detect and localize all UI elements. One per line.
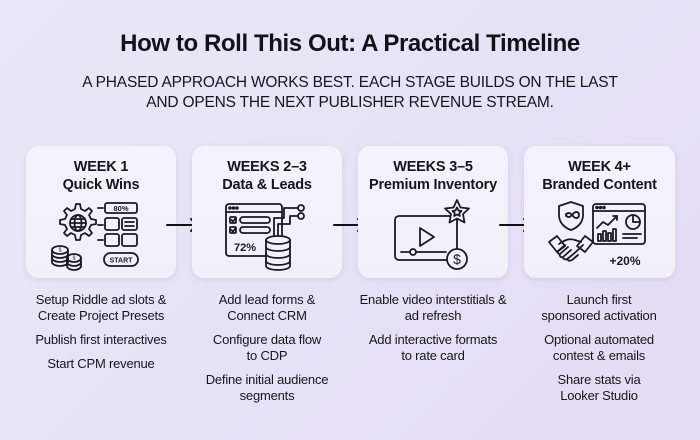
task-item: Add lead forms & Connect CRM xyxy=(218,292,316,323)
stage-task-list-week-1: Setup Riddle ad slots & Create Project P… xyxy=(16,292,186,380)
stage-task-list-week-4-plus: Launch first sponsored activation Option… xyxy=(514,292,684,412)
task-item: Define initial audience segments xyxy=(205,372,329,403)
page-subtitle: A PHASED APPROACH WORKS BEST. EACH STAGE… xyxy=(0,73,700,113)
stage-week: WEEKS 3–5 xyxy=(393,159,473,175)
subtitle-line-2: AND OPENS THE NEXT PUBLISHER REVENUE STR… xyxy=(146,94,554,111)
video-star-dollar-icon: $ xyxy=(378,198,488,274)
stage-card-weeks-3-5: WEEKS 3–5 Premium Inventory $ xyxy=(358,146,508,278)
gear-globe-dashboard-coins-icon: 80% START $ $ xyxy=(46,198,156,274)
stage-week: WEEK 1 xyxy=(73,159,129,175)
svg-text:+20%: +20% xyxy=(609,254,640,268)
stage-title: WEEKS 3–5 Premium Inventory xyxy=(358,158,508,194)
task-item: Share stats via Looker Studio xyxy=(557,372,641,403)
page-title: How to Roll This Out: A Practical Timeli… xyxy=(120,30,580,57)
task-item: Configure data flow to CDP xyxy=(212,332,322,363)
task-item: Add interactive formats to rate card xyxy=(368,332,498,363)
stage-title: WEEK 1 Quick Wins xyxy=(26,158,176,194)
stage-card-week-4-plus: WEEK 4+ Branded Content xyxy=(524,146,675,278)
task-item: Setup Riddle ad slots & Create Project P… xyxy=(35,292,167,323)
svg-text:72%: 72% xyxy=(234,242,256,254)
stage-card-week-1: WEEK 1 Quick Wins xyxy=(26,146,176,278)
stage-card-weeks-2-3: WEEKS 2–3 Data & Leads xyxy=(192,146,342,278)
stage-task-list-weeks-2-3: Add lead forms & Connect CRM Configure d… xyxy=(182,292,352,412)
handshake-analytics-icon: +20% xyxy=(545,198,655,274)
task-item: Optional automated contest & emails xyxy=(544,332,654,363)
svg-text:START: START xyxy=(110,258,134,265)
stage-title: WEEK 4+ Branded Content xyxy=(524,158,675,194)
svg-text:$: $ xyxy=(59,248,62,254)
stage-task-list-weeks-3-5: Enable video interstitials & ad refresh … xyxy=(348,292,518,372)
task-item: Enable video interstitials & ad refresh xyxy=(359,292,507,323)
task-item: Start CPM revenue xyxy=(47,356,155,371)
stage-title: WEEKS 2–3 Data & Leads xyxy=(192,158,342,194)
stage-week: WEEKS 2–3 xyxy=(227,159,307,175)
task-item: Publish first interactives xyxy=(35,332,167,347)
stage-week: WEEK 4+ xyxy=(568,159,631,175)
stage-name: Data & Leads xyxy=(222,177,312,193)
stage-name: Premium Inventory xyxy=(369,177,497,193)
stage-name: Quick Wins xyxy=(62,177,140,193)
subtitle-line-1: A PHASED APPROACH WORKS BEST. EACH STAGE… xyxy=(82,74,618,91)
stage-name: Branded Content xyxy=(542,177,657,193)
svg-text:80%: 80% xyxy=(113,204,128,213)
form-database-icon: 72% xyxy=(212,198,322,274)
svg-text:$: $ xyxy=(453,251,461,267)
task-item: Launch first sponsored activation xyxy=(541,292,657,323)
svg-text:$: $ xyxy=(73,256,76,262)
